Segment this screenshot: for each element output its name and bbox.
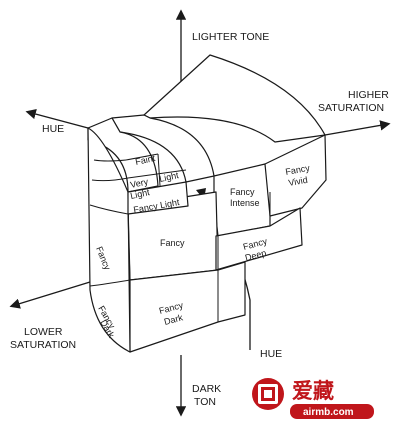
lower-saturation-label-2: SATURATION (10, 339, 76, 351)
watermark-brand: 爱藏 (292, 379, 334, 403)
label-intense-1: Fancy (230, 187, 255, 197)
darker-tone-label-1: DARK (192, 383, 221, 395)
watermark-seal (252, 378, 284, 410)
fancy-light-face (127, 181, 189, 215)
left-lower-divider (89, 279, 131, 287)
label-intense-2: Intense (230, 198, 260, 208)
label-vivid-2: Vivid (288, 175, 309, 188)
label-light: Light (158, 170, 180, 184)
color-solid (87, 54, 327, 353)
lower-saturation-label-1: LOWER (24, 326, 63, 338)
left-curved-face (87, 127, 131, 353)
label-vivid-1: Fancy (285, 163, 311, 177)
hue-left-axis (25, 108, 89, 129)
axis-labels: LIGHTER TONE HIGHER SATURATION HUE LOWER… (10, 31, 389, 408)
lighter-tone-label: LIGHTER TONE (192, 31, 269, 43)
very-light-vertical (157, 153, 161, 187)
watermark-url: airmb.com (303, 407, 354, 418)
very-light-divider (127, 169, 187, 179)
darker-tone-label-2: TON (194, 396, 216, 408)
faint-divider (125, 153, 159, 161)
vivid-face (264, 134, 327, 217)
higher-saturation-label-1: HIGHER (348, 89, 389, 101)
left-vertical (127, 213, 131, 281)
label-light-2: Light (129, 187, 151, 201)
label-faint: Faint (134, 153, 156, 167)
higher-saturation-axis (324, 120, 391, 136)
higher-saturation-label-2: SATURATION (318, 102, 384, 114)
watermark: 爱藏 airmb.com (252, 378, 374, 419)
division-lines (89, 153, 271, 322)
watermark-url-pill (290, 404, 374, 419)
hue-bottom-label: HUE (260, 348, 282, 360)
label-very: Very (129, 176, 149, 190)
left-faint-divider (93, 159, 127, 162)
label-fancy-front: Fancy (160, 238, 185, 248)
deep-face (215, 207, 303, 271)
lower-saturation-axis (9, 281, 91, 309)
label-dark-front-2: Dark (163, 312, 184, 327)
hue-left-label: HUE (42, 123, 64, 135)
left-very-light-divider (91, 177, 129, 182)
left-upper-divider (89, 204, 129, 215)
